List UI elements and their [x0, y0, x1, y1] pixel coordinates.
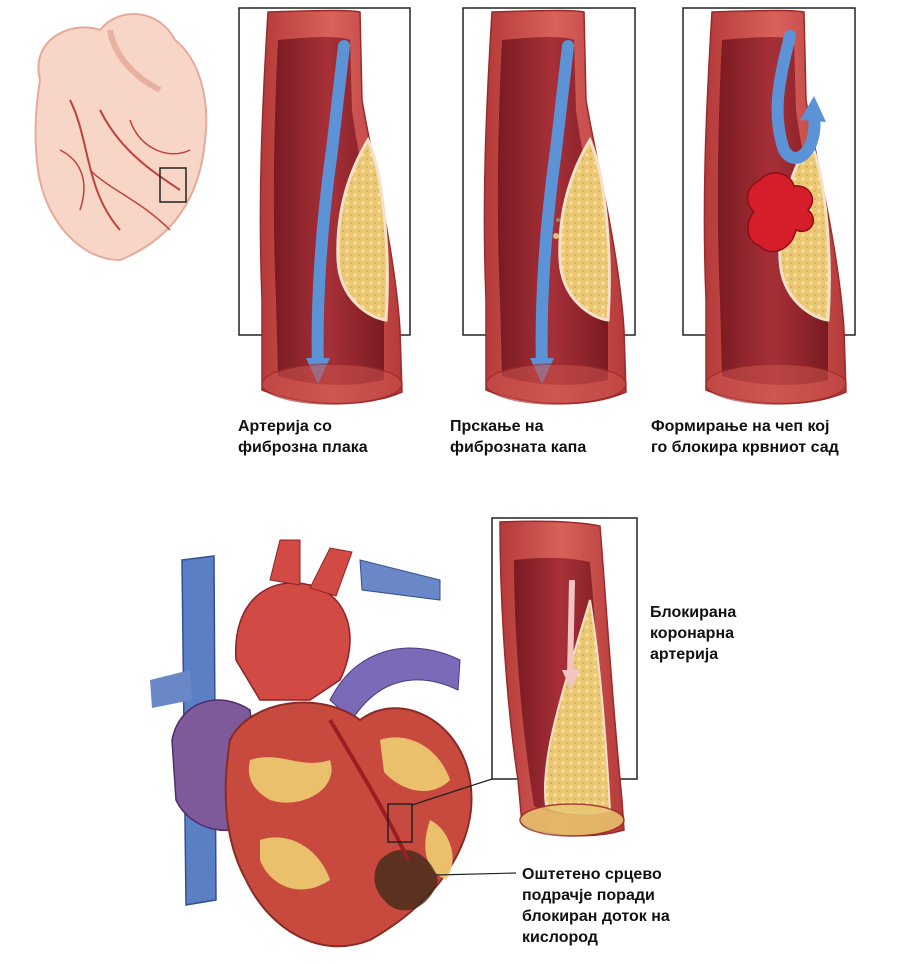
caption-line: артерија	[650, 644, 736, 665]
caption-line: фиброзната капа	[450, 437, 586, 458]
panel-1-caption: Артерија со фиброзна плака	[238, 416, 368, 458]
panel-2-caption: Прскање на фиброзната капа	[450, 416, 586, 458]
panel-3-clot-formation	[683, 8, 855, 404]
blocked-artery-caption: Блокирана коронарна артерија	[650, 602, 736, 665]
panel-1-artery-fibrous-plaque	[239, 8, 410, 404]
caption-line: подрачје поради	[522, 885, 670, 906]
caption-line: Блокирана	[650, 602, 736, 623]
large-heart-illustration	[150, 540, 472, 946]
aorta	[236, 583, 350, 700]
caption-line: го блокира крвниот сад	[651, 437, 839, 458]
small-heart-illustration	[36, 14, 207, 260]
damaged-area-caption: Оштетено срцево подрачје поради блокиран…	[522, 864, 670, 948]
caption-line: Оштетено срцево	[522, 864, 670, 885]
panel-2-ruptured-cap	[463, 8, 635, 404]
caption-line: Прскање на	[450, 416, 586, 437]
panel-3-caption: Формирање на чеп кој го блокира крвниот …	[651, 416, 839, 458]
caption-line: кислород	[522, 927, 670, 948]
blocked-artery-panel	[492, 518, 637, 836]
caption-line: Формирање на чеп кој	[651, 416, 839, 437]
caption-line: фиброзна плака	[238, 437, 368, 458]
caption-line: Артерија со	[238, 416, 368, 437]
caption-line: блокиран доток на	[522, 906, 670, 927]
caption-line: коронарна	[650, 623, 736, 644]
